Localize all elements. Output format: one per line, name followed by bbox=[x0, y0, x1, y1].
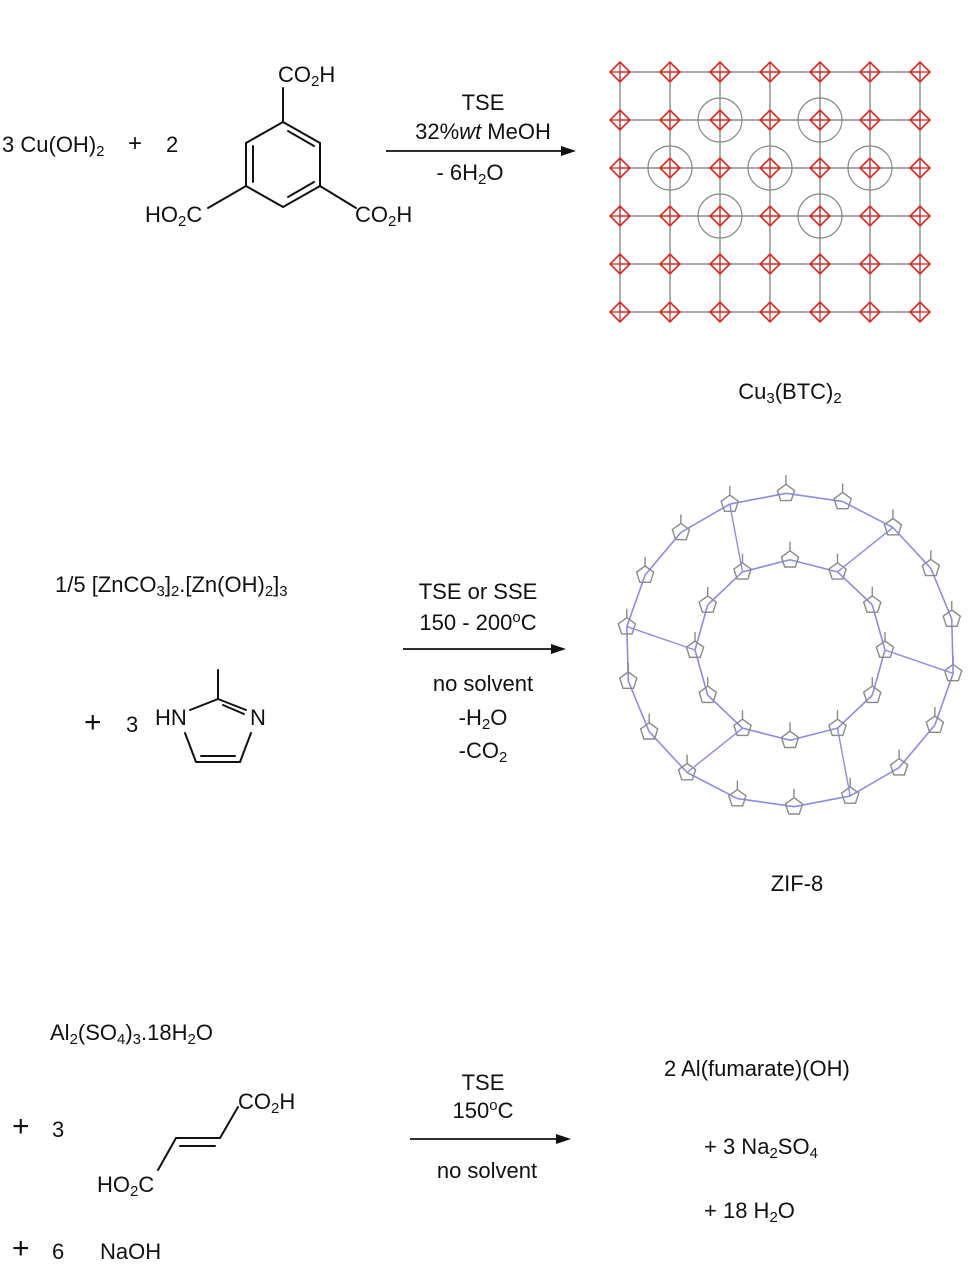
plus-sign-4: + bbox=[12, 1232, 30, 1265]
btc-coefficient: 2 bbox=[166, 132, 179, 157]
fumaric-right-co2h: CO2H bbox=[238, 1089, 296, 1118]
zinc-carbonate-reactant: 1/5 [ZnCO3]2.[Zn(OH)2]3 bbox=[55, 572, 288, 601]
naoh-reactant: NaOH bbox=[100, 1239, 162, 1264]
fumaric-left-ho2c: HO2C bbox=[97, 1172, 155, 1201]
product-sodium-sulfate: + 3 Na2SO4 bbox=[704, 1134, 818, 1163]
condition-tse-or-sse: TSE or SSE bbox=[418, 579, 538, 604]
cu-oh2-reactant: 3 Cu(OH)2 bbox=[2, 132, 105, 161]
aluminium-sulfate-reactant: Al2(SO4)3.18H2O bbox=[50, 1020, 213, 1049]
reaction-arrow-1 bbox=[386, 146, 576, 156]
fumaric-coefficient: 3 bbox=[52, 1117, 65, 1142]
cu-btc-framework-image bbox=[608, 60, 932, 324]
plus-sign-2: + bbox=[84, 706, 102, 739]
cu-btc-label: Cu3(BTC)2 bbox=[738, 379, 842, 408]
condition-temperature: 150 - 200oC bbox=[419, 608, 537, 635]
imidazole-coefficient: 3 bbox=[126, 712, 139, 737]
condition-meoh: 32%wt MeOH bbox=[415, 119, 551, 144]
reaction-arrow-2 bbox=[403, 644, 566, 654]
condition-minus-h2o: -H2O bbox=[458, 705, 508, 734]
imidazole-n: N bbox=[250, 705, 266, 730]
naoh-coefficient: 6 bbox=[52, 1239, 65, 1264]
zif8-label: ZIF-8 bbox=[770, 871, 824, 896]
zif8-framework-image bbox=[617, 475, 963, 815]
condition-tse-3: TSE bbox=[461, 1070, 505, 1095]
condition-no-solvent: no solvent bbox=[432, 671, 534, 696]
btc-left-ho2c: HO2C bbox=[145, 202, 203, 231]
btc-right-co2h: CO2H bbox=[355, 202, 413, 231]
condition-tse-1: TSE bbox=[461, 90, 505, 115]
btc-structure bbox=[207, 87, 357, 209]
condition-no-solvent-3: no solvent bbox=[436, 1158, 538, 1183]
condition-temperature-3: 150oC bbox=[452, 1096, 514, 1123]
product-al-fumarate: 2 Al(fumarate)(OH) bbox=[664, 1056, 850, 1081]
btc-top-co2h: CO2H bbox=[278, 62, 336, 91]
fumaric-acid-structure bbox=[157, 1106, 239, 1171]
condition-minus-co2: -CO2 bbox=[458, 738, 508, 767]
imidazole-structure bbox=[184, 669, 252, 763]
imidazole-hn: HN bbox=[155, 705, 187, 730]
product-water: + 18 H2O bbox=[704, 1198, 795, 1227]
condition-minus-water: - 6H2O bbox=[436, 160, 504, 189]
plus-sign: + bbox=[128, 130, 143, 157]
reaction-arrow-3 bbox=[410, 1134, 571, 1144]
plus-sign-3: + bbox=[12, 1110, 30, 1143]
